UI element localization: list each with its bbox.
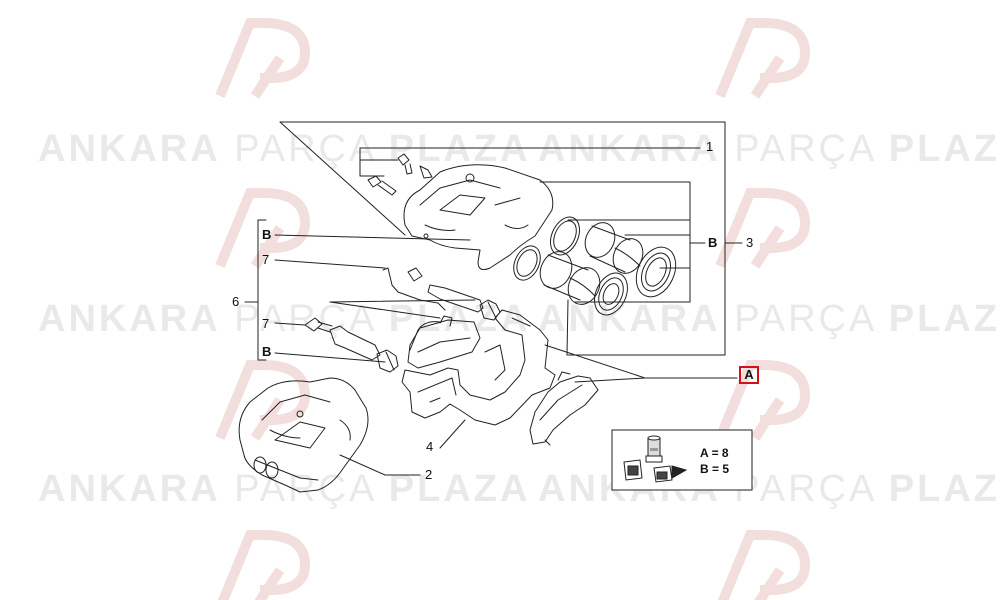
seal-ring: [513, 245, 541, 281]
ap-logo-icon: [717, 530, 811, 600]
ap-logo-icon: [715, 18, 811, 99]
ap-logo-icon: [215, 18, 311, 99]
caliper-carrier-bracket: [401, 309, 556, 426]
callout-6: 6: [232, 294, 240, 309]
caliper-assembly: [238, 377, 369, 493]
callout-4: 4: [426, 439, 434, 454]
leader-line: [279, 121, 406, 236]
leader-line-7: [274, 322, 306, 326]
leader-frame-B: [539, 181, 691, 303]
brake-pad-outer: [529, 371, 599, 446]
brake-pad: [407, 315, 481, 369]
callout-2: 2: [425, 467, 433, 482]
legend-a: A = 8: [700, 446, 729, 460]
callout-1: 1: [706, 139, 714, 154]
watermark-text: ANKARA PARÇA PLAZA: [38, 298, 531, 340]
legend-box: [611, 429, 753, 491]
piston: [539, 251, 601, 305]
seal-ring: [549, 216, 581, 256]
leader-line-4: [439, 419, 466, 449]
piston: [584, 222, 644, 274]
leader-line-2: [339, 454, 386, 476]
legend-b-value: = 5: [712, 462, 730, 476]
leader-line-B-bottom: [274, 352, 386, 363]
guide-pin: [304, 317, 399, 373]
callout-B-right: B: [708, 235, 718, 250]
watermark-text: ANKARA PARÇA PLAZA: [38, 128, 531, 170]
watermark-text: ANKARA PARÇA PLAZA: [38, 468, 531, 510]
leader-line: [329, 301, 441, 319]
dust-boot: [635, 246, 677, 298]
watermark-text: ANKARA PARÇA PLAZA: [538, 128, 1000, 170]
ap-logo-icon: [217, 530, 311, 600]
guide-pin: [382, 267, 501, 321]
leader-line: [359, 147, 385, 177]
callout-7-top: 7: [262, 252, 270, 267]
wear-sensor-wire: [409, 321, 441, 351]
leader-frame-3: [279, 121, 726, 356]
callout-A-label: A: [744, 367, 754, 382]
leader-line: [544, 344, 646, 379]
ap-logo-icon: [715, 360, 811, 441]
callout-3: 3: [746, 235, 754, 250]
dust-boot: [594, 272, 628, 316]
leader-line: [574, 377, 646, 383]
legend-b-label: B: [700, 462, 709, 476]
ap-logo-icon: [715, 188, 811, 269]
callout-A-highlight[interactable]: A: [739, 366, 759, 384]
legend-b: B = 5: [700, 462, 729, 476]
pad-kit-icon: [623, 459, 688, 483]
leader-line: [329, 299, 476, 303]
bleed-screw: [367, 153, 433, 196]
legend-a-label: A: [700, 446, 709, 460]
bolt-icon: [645, 435, 663, 463]
ap-logo-icon: [215, 188, 311, 269]
watermark-text: ANKARA PARÇA PLAZA: [538, 468, 1000, 510]
caliper-housing-top: [403, 164, 554, 270]
callout-B-bottom: B: [262, 344, 272, 359]
leader-line-B-top: [274, 234, 471, 241]
callout-7-bottom: 7: [262, 316, 270, 331]
legend-a-value: = 8: [711, 446, 729, 460]
leader-line: [566, 299, 569, 356]
leader-line-7: [274, 259, 386, 269]
bracket-6: [257, 219, 267, 361]
callout-B-top: B: [262, 227, 272, 242]
